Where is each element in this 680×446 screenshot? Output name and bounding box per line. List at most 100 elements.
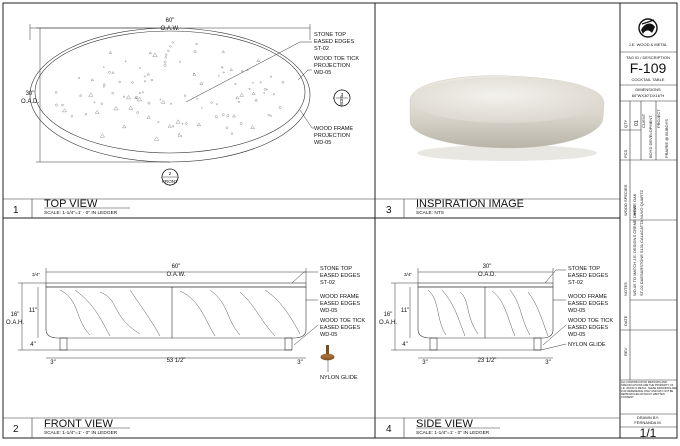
date-label: DATE	[623, 315, 628, 326]
side-wood-frame	[417, 286, 554, 339]
side-leg-right	[533, 337, 542, 351]
side-left-inset-dim: 3"	[422, 360, 427, 366]
side-height-dim-label: O.A.H.	[379, 320, 397, 326]
stone-speckle-pattern	[54, 41, 285, 141]
side-inner-dim: 23 1/2"	[478, 358, 497, 364]
svg-text:WD-05: WD-05	[314, 140, 331, 146]
svg-text:PROJECTION: PROJECTION	[314, 133, 350, 139]
view-title-bar-4: 4 SIDE VIEW SCALE: 1-1/4"=1' - 0" IN LED…	[375, 417, 620, 438]
svg-text:ST-02: ST-02	[568, 280, 583, 286]
project-label: PROJECT	[656, 109, 661, 128]
notes-label: NOTES	[623, 282, 628, 296]
view-number-3: 3	[386, 205, 392, 216]
svg-text:WOOD TOE TICK: WOOD TOE TICK	[314, 56, 359, 62]
nylon-glide-icon	[320, 345, 335, 361]
inspiration-image	[409, 75, 605, 161]
side-leg-left	[429, 337, 438, 351]
top-outline-inner	[34, 30, 306, 154]
top-depth-dim-label: O.A.D.	[21, 99, 39, 105]
front-leg-left	[59, 337, 68, 351]
side-frame-dim: 11"	[401, 308, 409, 314]
top-view-drawing: 60" O.A.W. 30" O.A.D. STONE TOP EASED ED…	[21, 18, 359, 186]
top-width-dim: 60"	[166, 18, 175, 24]
svg-text:FRONT: FRONT	[162, 179, 178, 184]
view-title-inspiration: INSPIRATION IMAGE	[416, 198, 524, 210]
company-logo	[638, 18, 658, 38]
dimensions-label: DIMENSIONS	[635, 87, 661, 92]
client-label: CLIENT	[641, 113, 646, 128]
top-outline-outer	[29, 27, 311, 163]
view-title-bar-2: 2 FRONT VIEW SCALE: 1-1/4"=1' - 0" IN LE…	[3, 417, 375, 438]
svg-text:WD-05: WD-05	[320, 308, 337, 314]
side-callout-glide: NYLON GLIDE	[568, 342, 606, 348]
view-scale-front: SCALE: 1-1/4"=1' - 0" IN LEDGER	[44, 430, 118, 436]
svg-text:PROJECTION: PROJECTION	[314, 63, 350, 69]
view-title-top: TOP VIEW	[44, 198, 98, 210]
front-leg-right	[284, 337, 293, 351]
view-number-4: 4	[386, 424, 392, 435]
side-callout-stone: STONE TOP EASED EDGES ST-02	[568, 266, 608, 286]
svg-text:WD-05: WD-05	[320, 332, 337, 338]
svg-text:EASED EDGES: EASED EDGES	[568, 273, 608, 279]
view-scale-side: SCALE: 1-1/4"=1' - 0" IN LEDGER	[416, 430, 490, 436]
view-title-bar-3: 3 INSPIRATION IMAGE SCALE: NTS	[375, 198, 620, 218]
view-title-side: SIDE VIEW	[416, 418, 473, 430]
pcs-label: PCS	[623, 149, 628, 158]
sheet-border	[2, 2, 678, 439]
view-scale-top: SCALE: 1-1/4"=1' - 0" IN LEDGER	[44, 210, 118, 216]
side-height-dim: 16"	[384, 312, 393, 318]
notes-line-2: ST-02 CAESARSTONE 5131 CALACATTA NUVO QU…	[639, 189, 644, 296]
front-frame-dim: 11"	[29, 308, 37, 314]
svg-text:WOOD TOE TICK: WOOD TOE TICK	[568, 318, 613, 324]
svg-text:WD-05: WD-05	[568, 308, 585, 314]
side-right-inset-dim: 3"	[545, 360, 550, 366]
svg-text:WOOD FRAME: WOOD FRAME	[568, 294, 607, 300]
notes-line-1: WD-05 TO MATCH J.E. DESIGNS CREME CHOW	[632, 205, 637, 296]
drawn-by-label: DRAWN BY:	[637, 415, 659, 420]
svg-text:EASED EDGES: EASED EDGES	[320, 325, 360, 331]
disclaimer-text: ALL CONSTRUCTION METHODS AND SPECIFICATI…	[621, 381, 677, 399]
top-depth-dim: 30"	[26, 91, 35, 97]
svg-text:STONE TOP: STONE TOP	[320, 266, 352, 272]
rev-label: REV	[623, 347, 628, 356]
side-callout-frame: WOOD FRAME EASED EDGES WD-05	[568, 294, 608, 314]
side-width-dim-label: O.A.D.	[478, 272, 496, 278]
front-inner-dim: 53 1/2"	[167, 358, 186, 364]
svg-text:WD-05: WD-05	[568, 332, 585, 338]
svg-text:3: 3	[341, 92, 344, 97]
top-callout-stone: STONE TOP EASED EDGES ST-02	[314, 32, 354, 52]
side-top-dim: 3/4"	[404, 272, 412, 277]
svg-text:ST-02: ST-02	[320, 280, 335, 286]
view-number-1: 1	[13, 205, 19, 216]
svg-text:ST-02: ST-02	[314, 46, 329, 52]
front-height-dim: 16"	[11, 312, 20, 318]
front-width-dim-label: O.A.W.	[166, 272, 185, 278]
client-name: BOYD DEVELOPMENT	[648, 115, 653, 158]
front-top-dim: 3/4"	[32, 272, 40, 277]
side-callout-toe-tick: WOOD TOE TICK EASED EDGES WD-05	[568, 318, 613, 338]
side-view-drawing: 30" O.A.D. 16" O.A.H. 3/4" 11" 4" 3" 23 …	[379, 264, 613, 366]
svg-text:WD-05: WD-05	[314, 70, 331, 76]
wood-species-value: WHITE OAK	[632, 193, 637, 216]
top-callout-toe-tick: WOOD TOE TICK PROJECTION WD-05	[314, 56, 359, 76]
qty-value: 01	[634, 120, 640, 126]
title-block: J.E. WOOD & METAL TAG ID / DESCRIPTION F…	[620, 18, 677, 440]
project-name: PRAIRIE @ BUBOYS	[664, 119, 669, 158]
side-kick-dim: 4"	[402, 342, 407, 348]
svg-text:STONE TOP: STONE TOP	[314, 32, 346, 38]
front-right-inset-dim: 3"	[297, 360, 302, 366]
front-callout-toe-tick: WOOD TOE TICK EASED EDGES WD-05	[320, 318, 365, 338]
tag-id: F-109	[630, 60, 667, 76]
svg-text:WOOD TOE TICK: WOOD TOE TICK	[320, 318, 365, 324]
section-marker-side: 3 SIDE	[333, 89, 351, 107]
front-callout-stone: STONE TOP EASED EDGES ST-02	[320, 266, 360, 286]
front-callout-glide: NYLON GLIDE	[320, 375, 358, 381]
tag-description: COCKTAIL TABLE	[632, 77, 665, 82]
front-height-dim-label: O.A.H.	[6, 320, 24, 326]
dimensions-value: 60"WX30"DX16"H	[632, 93, 665, 98]
front-stone-top	[45, 282, 307, 288]
side-width-dim: 30"	[483, 264, 492, 270]
wood-species-label: WOOD SPECIES	[623, 184, 628, 216]
